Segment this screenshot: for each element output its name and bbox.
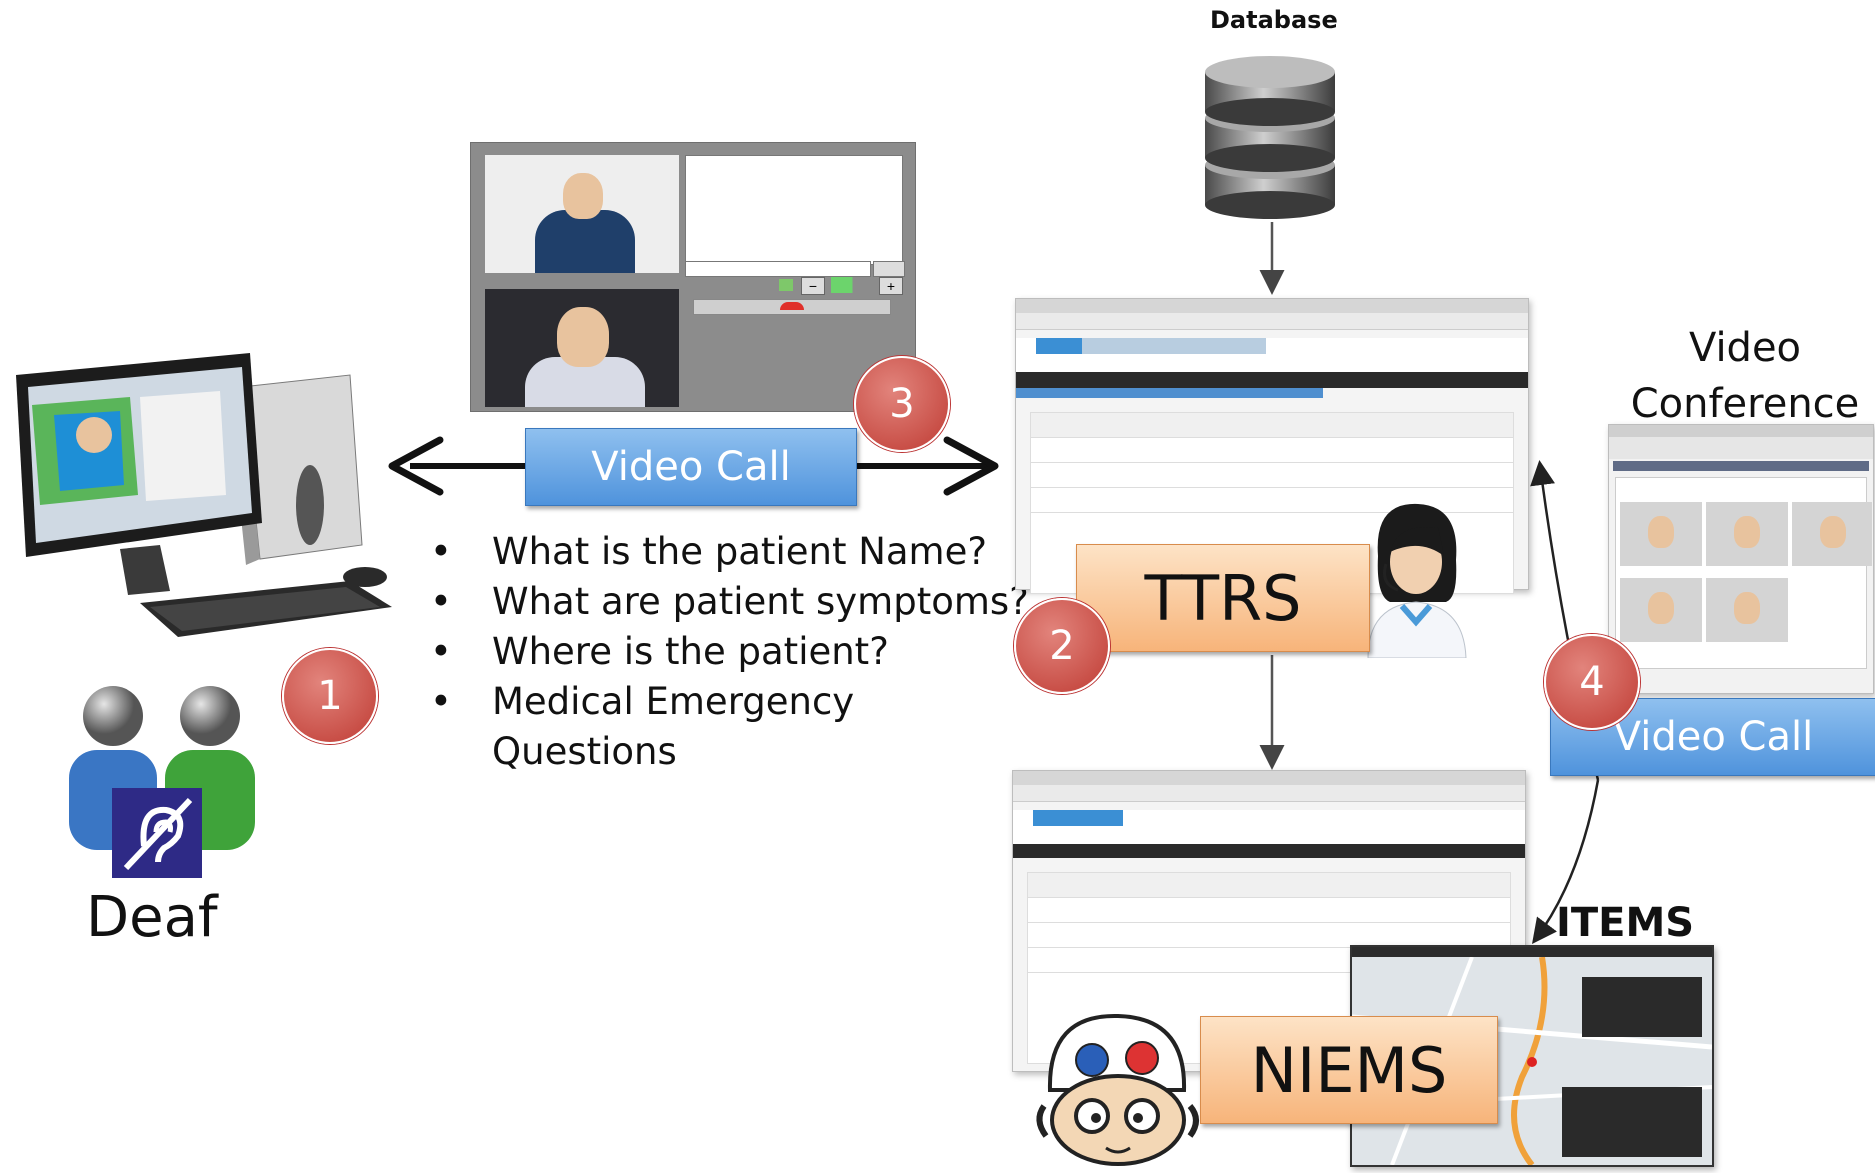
send-button[interactable] — [873, 261, 905, 277]
items-label: ITEMS — [1556, 900, 1695, 946]
volume-icon[interactable] — [779, 279, 793, 291]
video-call-window: − + — [470, 142, 916, 412]
participant-tile — [1706, 578, 1788, 642]
question-item: •Medical Emergency Questions — [430, 680, 855, 773]
question-item: •What is the patient Name? — [430, 530, 988, 573]
question-list: •What is the patient Name? •What are pat… — [430, 527, 1030, 777]
minus-button[interactable]: − — [801, 277, 825, 295]
video-conference-label-line1: Video — [1688, 325, 1802, 371]
map-roads — [1352, 956, 1712, 1165]
step-badge-2: 2 — [1014, 598, 1110, 694]
operator-icon — [1367, 503, 1467, 658]
local-video — [485, 289, 679, 407]
niems-box: NIEMS — [1200, 1016, 1498, 1124]
signal-icon — [831, 277, 867, 293]
participant-tile — [1706, 502, 1788, 566]
phone-icon — [780, 302, 804, 310]
video-conference-label: Video Conference — [1630, 320, 1860, 432]
question-item: •Where is the patient? — [430, 630, 889, 673]
database-label: Database — [1210, 6, 1338, 34]
video-call-button-left: Video Call — [525, 428, 857, 506]
video-conference-screenshot — [1608, 424, 1874, 694]
computer-icon — [16, 353, 392, 637]
step-badge-4: 4 — [1544, 634, 1640, 730]
participant-tile — [1620, 578, 1702, 642]
chat-window[interactable] — [685, 155, 903, 265]
participant-tile — [1792, 502, 1872, 566]
participant-tile — [1620, 502, 1702, 566]
question-item: •What are patient symptoms? — [430, 580, 1029, 623]
plus-button[interactable]: + — [879, 277, 903, 295]
ttrs-box: TTRS — [1076, 544, 1370, 652]
step-badge-1: 1 — [282, 648, 378, 744]
emergency-mascot-icon — [1036, 1013, 1199, 1166]
database-icon — [1205, 56, 1335, 219]
video-conference-label-line2: Conference — [1630, 381, 1860, 427]
hangup-button[interactable] — [693, 299, 891, 315]
hearing-impaired-icon — [112, 788, 202, 878]
step-badge-3: 3 — [854, 356, 950, 452]
chat-input[interactable] — [685, 261, 871, 277]
deaf-label: Deaf — [86, 885, 218, 950]
remote-video — [485, 155, 679, 273]
